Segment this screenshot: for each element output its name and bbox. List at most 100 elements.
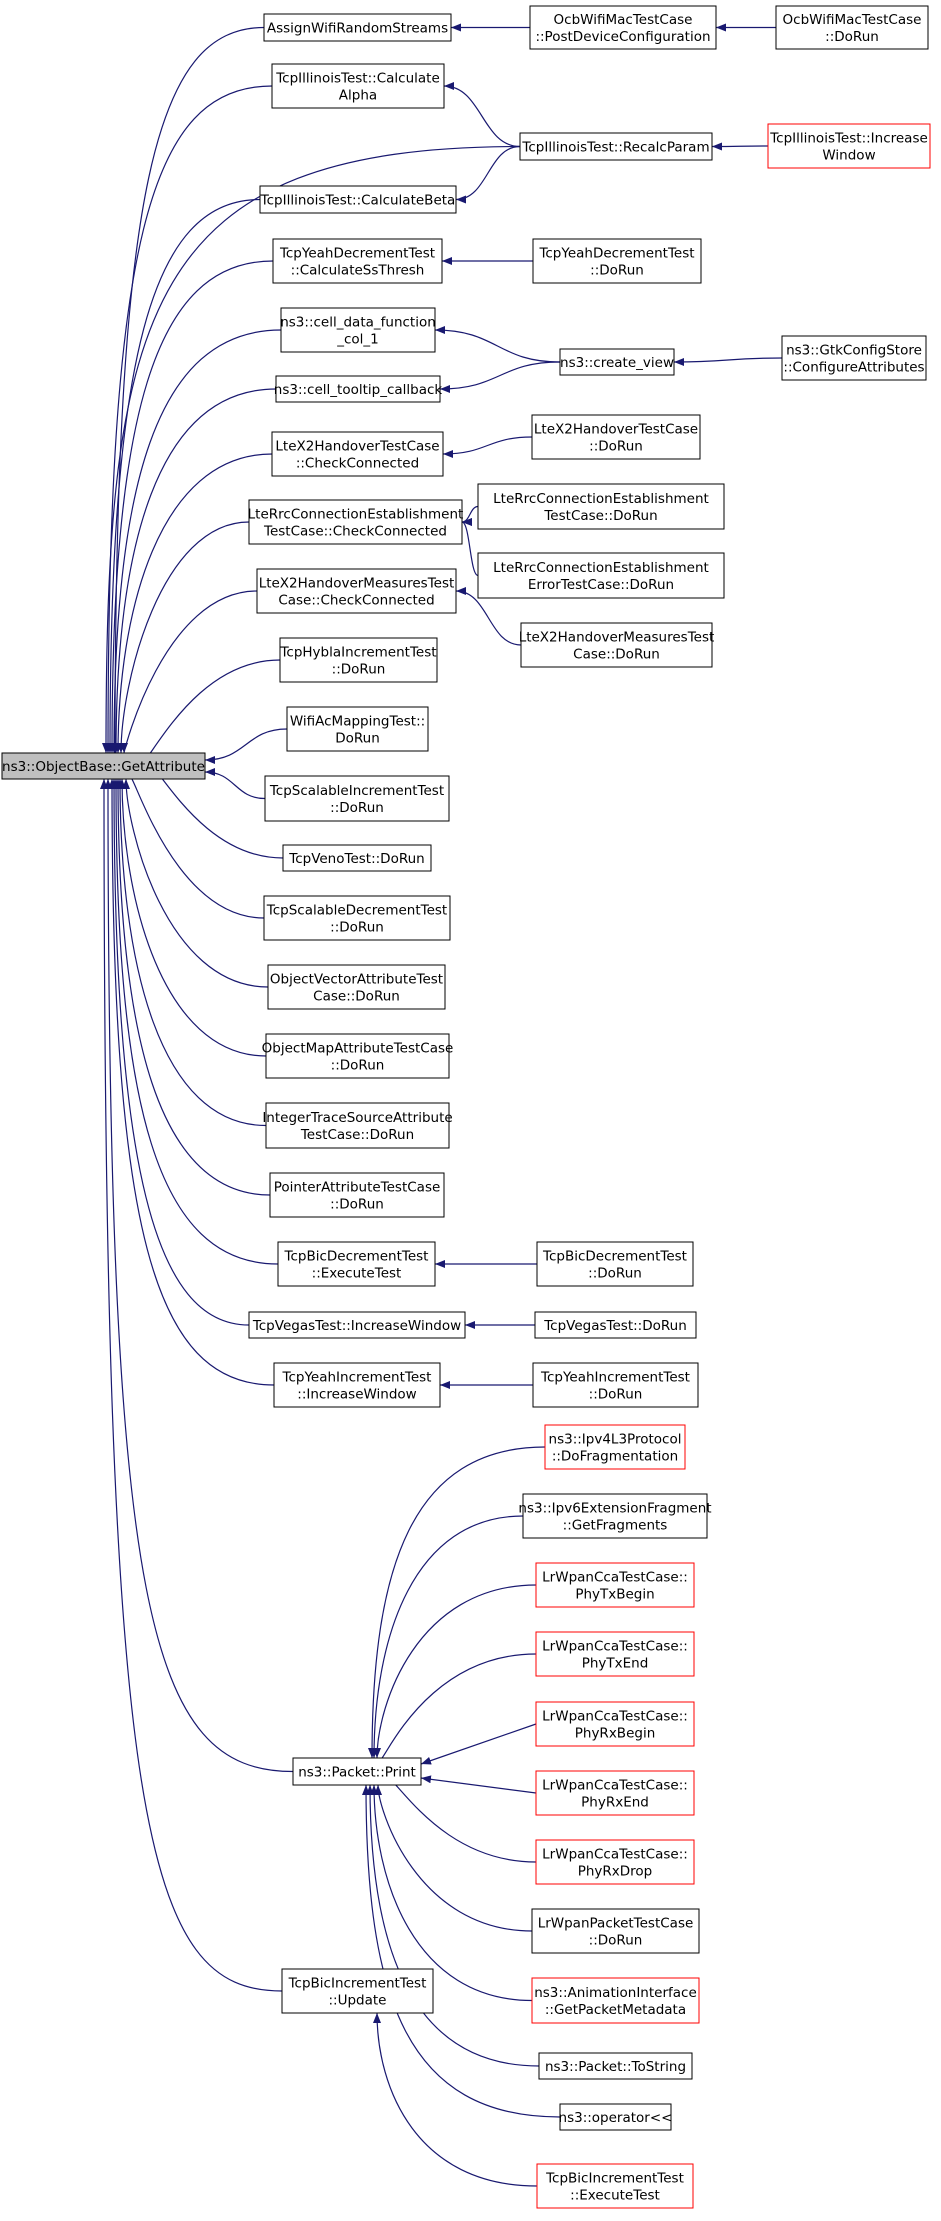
node-cell_tooltip[interactable]: ns3::cell_tooltip_callback bbox=[274, 375, 443, 403]
node-root[interactable]: ns3::ObjectBase::GetAttribute bbox=[1, 752, 206, 780]
node-label: TestCase::DoRun bbox=[543, 508, 657, 524]
node-ill_incr[interactable]: TcpIllinoisTest::IncreaseWindow bbox=[767, 123, 931, 169]
node-label: PointerAttributeTestCase bbox=[274, 1180, 441, 1196]
node-lr_packet[interactable]: LrWpanPacketTestCase::DoRun bbox=[531, 1908, 700, 1954]
node-lterrc_check[interactable]: LteRrcConnectionEstablishmentTestCase::C… bbox=[248, 499, 464, 545]
node-lr_rxbegin[interactable]: LrWpanCcaTestCase::PhyRxBegin bbox=[535, 1701, 695, 1747]
node-yeahinc_incr[interactable]: TcpYeahIncrementTest::IncreaseWindow bbox=[273, 1362, 441, 1408]
node-box bbox=[519, 132, 713, 161]
node-lr_txbegin[interactable]: LrWpanCcaTestCase::PhyTxBegin bbox=[535, 1562, 695, 1608]
node-yeahinc_dorun[interactable]: TcpYeahIncrementTest::DoRun bbox=[532, 1362, 699, 1408]
node-gtk[interactable]: ns3::GtkConfigStore::ConfigureAttributes bbox=[781, 335, 927, 381]
edge-vegas_incr-to-root bbox=[110, 778, 250, 1326]
node-assignwifi[interactable]: AssignWifiRandomStreams bbox=[263, 13, 452, 42]
edge-operator-to-packet_print bbox=[362, 1784, 561, 2118]
node-vegas_incr[interactable]: TcpVegasTest::IncreaseWindow bbox=[248, 1311, 466, 1339]
node-ipv4frag[interactable]: ns3::Ipv4L3Protocol::DoFragmentation bbox=[544, 1424, 686, 1470]
node-scal_dec[interactable]: TcpScalableDecrementTest::DoRun bbox=[263, 895, 451, 941]
node-create_view[interactable]: ns3::create_view bbox=[559, 348, 675, 376]
node-label: AssignWifiRandomStreams bbox=[267, 21, 448, 37]
node-inttrace[interactable]: IntegerTraceSourceAttributeTestCase::DoR… bbox=[262, 1102, 453, 1149]
edge-ltex2_dorun-to-ltex2_check bbox=[442, 436, 533, 458]
node-box bbox=[529, 5, 717, 50]
node-packet_print[interactable]: ns3::Packet::Print bbox=[292, 1757, 422, 1786]
node-bicdec_exec[interactable]: TcpBicDecrementTest::ExecuteTest bbox=[277, 1241, 436, 1287]
node-label: TcpBicIncrementTest bbox=[545, 2171, 684, 2187]
node-wifiac[interactable]: WifiAcMappingTest::DoRun bbox=[286, 706, 429, 752]
node-hybla[interactable]: TcpHyblaIncrementTest::DoRun bbox=[279, 637, 438, 683]
node-operator[interactable]: ns3::operator<< bbox=[559, 2103, 673, 2131]
node-label: TcpVegasTest::DoRun bbox=[543, 1318, 687, 1334]
node-label: TcpVenoTest::DoRun bbox=[288, 851, 424, 867]
node-vegas_dorun[interactable]: TcpVegasTest::DoRun bbox=[534, 1311, 697, 1339]
node-pointer[interactable]: PointerAttributeTestCase::DoRun bbox=[269, 1172, 445, 1218]
node-cell_data[interactable]: ns3::cell_data_function_col_1 bbox=[280, 307, 436, 353]
node-ipv6frag[interactable]: ns3::Ipv6ExtensionFragment::GetFragments bbox=[518, 1493, 712, 1539]
node-bicinc_exec[interactable]: TcpBicIncrementTest::ExecuteTest bbox=[536, 2163, 694, 2209]
edge-cell_data-to-root bbox=[110, 329, 282, 754]
node-label: ns3::ObjectBase::GetAttribute bbox=[2, 759, 205, 775]
node-label: TestCase::DoRun bbox=[300, 1127, 414, 1143]
node-tostring[interactable]: ns3::Packet::ToString bbox=[538, 2052, 693, 2080]
node-ill_recalc[interactable]: TcpIllinoisTest::RecalcParam bbox=[519, 132, 713, 161]
node-label: TcpScalableDecrementTest bbox=[266, 903, 447, 919]
node-lr_rxdrop[interactable]: LrWpanCcaTestCase::PhyRxDrop bbox=[535, 1839, 695, 1885]
node-label: LteX2HandoverTestCase bbox=[534, 422, 698, 438]
node-label: ::DoRun bbox=[330, 800, 384, 816]
node-box bbox=[767, 123, 931, 169]
node-box bbox=[535, 1839, 695, 1885]
node-box bbox=[271, 63, 445, 109]
node-yeahdec_ss[interactable]: TcpYeahDecrementTest::CalculateSsThresh bbox=[272, 238, 443, 284]
node-label: ::DoRun bbox=[332, 662, 386, 678]
node-bicdec_dorun[interactable]: TcpBicDecrementTest::DoRun bbox=[536, 1241, 694, 1287]
node-ill_beta[interactable]: TcpIllinoisTest::CalculateBeta bbox=[259, 185, 457, 214]
node-label: ::CalculateSsThresh bbox=[291, 263, 425, 279]
node-ltex2_dorun[interactable]: LteX2HandoverTestCase::DoRun bbox=[531, 414, 701, 460]
edge-ltex2m_dorun-to-ltex2m_check bbox=[455, 587, 522, 646]
edge-anim-to-packet_print bbox=[370, 1784, 533, 2002]
edge-ipv6frag-to-packet_print bbox=[370, 1515, 524, 1759]
node-label: LrWpanCcaTestCase:: bbox=[542, 1570, 688, 1586]
node-lterrc_err[interactable]: LteRrcConnectionEstablishmentErrorTestCa… bbox=[477, 552, 725, 599]
node-box bbox=[559, 348, 675, 376]
node-label: ns3::cell_tooltip_callback bbox=[274, 382, 443, 398]
node-lr_rxend[interactable]: LrWpanCcaTestCase::PhyRxEnd bbox=[535, 1770, 695, 1816]
node-box bbox=[534, 1311, 697, 1339]
node-label: PhyTxBegin bbox=[575, 1587, 654, 1603]
node-objmap[interactable]: ObjectMapAttributeTestCase::DoRun bbox=[262, 1033, 454, 1079]
node-ocb_post[interactable]: OcbWifiMacTestCase::PostDeviceConfigurat… bbox=[529, 5, 717, 50]
node-scal_inc[interactable]: TcpScalableIncrementTest::DoRun bbox=[264, 775, 450, 822]
node-label: ::ExecuteTest bbox=[312, 1266, 402, 1282]
node-label: ns3::GtkConfigStore bbox=[786, 343, 922, 359]
node-ocb_dorun[interactable]: OcbWifiMacTestCase::DoRun bbox=[775, 5, 929, 50]
node-label: ::DoRun bbox=[590, 263, 644, 279]
node-ltex2m_check[interactable]: LteX2HandoverMeasuresTestCase::CheckConn… bbox=[256, 568, 457, 614]
node-label: PhyRxDrop bbox=[578, 1864, 653, 1880]
node-lterrc_dorun[interactable]: LteRrcConnectionEstablishmentTestCase::D… bbox=[477, 483, 725, 530]
node-veno[interactable]: TcpVenoTest::DoRun bbox=[282, 844, 432, 872]
node-yeahdec_dorun[interactable]: TcpYeahDecrementTest::DoRun bbox=[532, 238, 702, 284]
node-bicinc_update[interactable]: TcpBicIncrementTest::Update bbox=[281, 1968, 434, 2014]
node-anim[interactable]: ns3::AnimationInterface::GetPacketMetada… bbox=[531, 1977, 700, 2024]
edge-ipv4frag-to-packet_print bbox=[368, 1446, 546, 1759]
node-box bbox=[267, 964, 446, 1010]
node-label: TcpHyblaIncrementTest bbox=[279, 645, 436, 661]
node-box bbox=[536, 1241, 694, 1287]
edge-objvec-to-root bbox=[122, 778, 269, 988]
node-box bbox=[263, 13, 452, 42]
node-box bbox=[265, 1102, 450, 1149]
edge-scal_inc-to-root bbox=[204, 768, 266, 800]
node-label: LrWpanPacketTestCase bbox=[538, 1916, 694, 1932]
node-label: TcpYeahIncrementTest bbox=[282, 1370, 432, 1386]
node-label: PhyRxBegin bbox=[575, 1726, 656, 1742]
node-box bbox=[264, 775, 450, 822]
node-label: LrWpanCcaTestCase:: bbox=[542, 1847, 688, 1863]
node-label: ::DoRun bbox=[331, 1058, 385, 1074]
node-lr_txend[interactable]: LrWpanCcaTestCase::PhyTxEnd bbox=[535, 1631, 695, 1677]
node-ltex2_check[interactable]: LteX2HandoverTestCase::CheckConnected bbox=[271, 431, 444, 477]
node-label: ::GetFragments bbox=[563, 1518, 668, 1534]
node-label: ::CheckConnected bbox=[296, 456, 419, 472]
